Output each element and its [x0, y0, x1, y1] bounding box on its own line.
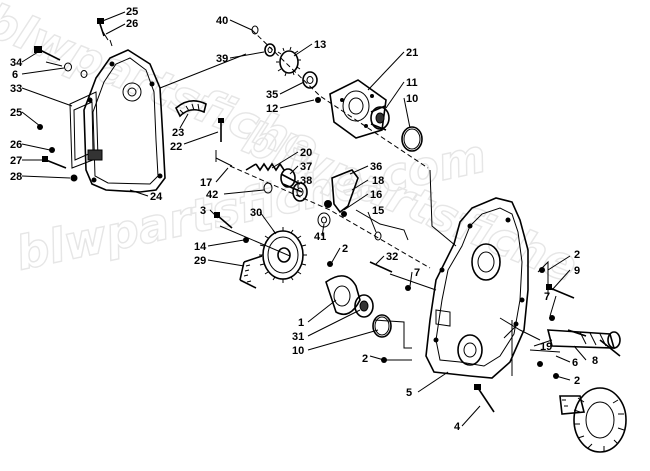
callout: 7 — [544, 291, 550, 303]
callout: 4 — [454, 421, 461, 433]
callout: 38 — [300, 175, 312, 187]
main-gear-housing — [425, 197, 529, 379]
callout: 8 — [592, 355, 598, 367]
callout: 34 — [10, 57, 23, 69]
bearing-plate — [325, 275, 392, 363]
callout: 26 — [126, 18, 138, 30]
callout: 17 — [200, 177, 212, 189]
callout: 5 — [406, 387, 412, 399]
callout: 36 — [370, 161, 382, 173]
brake-pad — [175, 100, 207, 118]
callout: 24 — [150, 191, 163, 203]
callout: 40 — [216, 15, 228, 27]
top-sprocket-group — [251, 25, 321, 103]
callout: 2 — [574, 249, 580, 261]
callout-labels: 25 26 34 6 33 25 26 27 28 24 40 39 13 35… — [10, 6, 598, 433]
callout: 7 — [414, 267, 420, 279]
callout: 1 — [298, 317, 304, 329]
callout: 19 — [540, 341, 552, 353]
callout: 6 — [12, 69, 18, 81]
callout: 2 — [342, 243, 348, 255]
lever-arm — [317, 169, 382, 241]
callout: 13 — [314, 39, 326, 51]
callout: 10 — [406, 93, 418, 105]
callout: 27 — [10, 155, 22, 167]
callout: 9 — [574, 265, 580, 277]
callout: 25 — [10, 107, 22, 119]
watermark: blwpartsfiche blwpartsfiche.com blwparts… — [0, 0, 586, 294]
bearing-housing — [329, 79, 423, 152]
callout: 37 — [300, 161, 312, 173]
assembly-lines — [45, 29, 561, 376]
left-fasteners — [34, 18, 109, 182]
callout: 39 — [216, 53, 228, 65]
callout: 28 — [10, 171, 22, 183]
pins-and-spring — [215, 118, 308, 202]
callout: 29 — [194, 255, 206, 267]
right-fasteners — [474, 267, 587, 413]
callout: 14 — [194, 241, 207, 253]
output-shaft — [546, 329, 627, 453]
leader-lines — [21, 11, 587, 427]
callout: 6 — [572, 357, 578, 369]
callout: 12 — [266, 103, 278, 115]
callout: 15 — [372, 205, 384, 217]
mid-fasteners — [214, 212, 411, 291]
callout: 2 — [362, 353, 368, 365]
callout: 3 — [200, 205, 206, 217]
callout: 21 — [406, 47, 418, 59]
callout: 10 — [292, 345, 304, 357]
callout: 26 — [10, 139, 22, 151]
callout: 20 — [300, 147, 312, 159]
cover-plate — [69, 49, 166, 193]
callout: 2 — [574, 375, 580, 387]
callout: 33 — [10, 83, 22, 95]
callout: 32 — [386, 251, 398, 263]
callout: 31 — [292, 331, 304, 343]
large-sprocket — [239, 227, 307, 289]
callout: 35 — [266, 89, 278, 101]
callout: 23 — [172, 127, 184, 139]
callout: 42 — [206, 189, 218, 201]
callout: 22 — [170, 141, 182, 153]
callout: 16 — [370, 189, 382, 201]
callout: 18 — [372, 175, 384, 187]
callout: 11 — [406, 77, 418, 89]
callout: 25 — [126, 6, 138, 18]
callout: 30 — [250, 207, 262, 219]
callout: 41 — [314, 231, 326, 243]
